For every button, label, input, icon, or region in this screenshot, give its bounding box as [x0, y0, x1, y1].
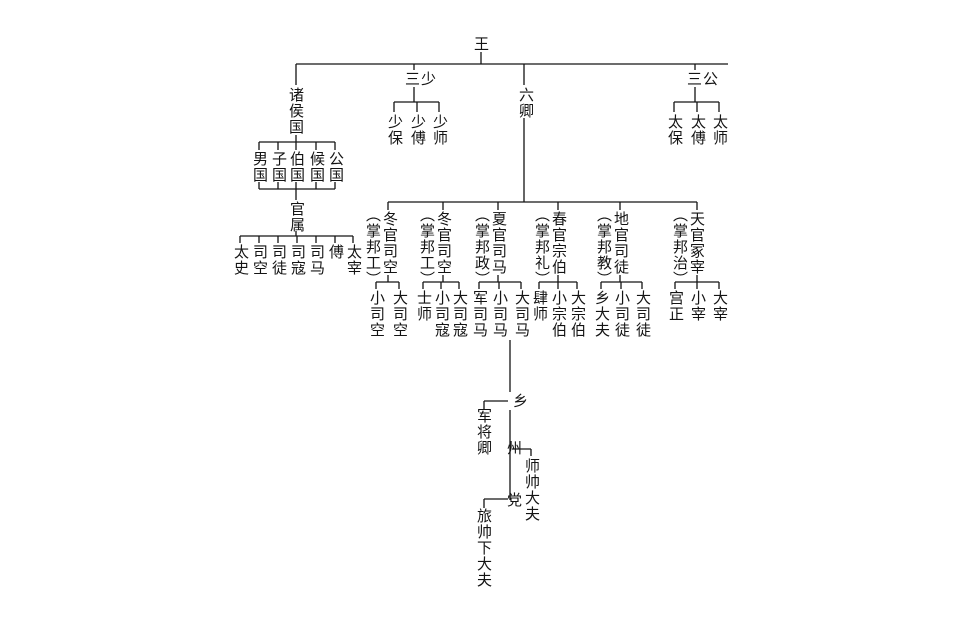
node-shishuaidafu: 师帅大夫 [523, 458, 541, 522]
node-minister-4-duty: （掌邦礼） [533, 207, 551, 287]
node-junjiangqing: 军将卿 [475, 408, 493, 456]
node-gong-state: 公国 [327, 151, 345, 183]
node-xiang: 乡 [511, 393, 529, 409]
node-xiaosima: 小司马 [491, 290, 509, 338]
node-minister-3-duty: （掌邦政） [473, 207, 491, 287]
node-officials: 官属 [288, 201, 306, 233]
node-minister-1-duty: （掌邦工） [364, 207, 382, 287]
node-sikong: 司空 [251, 244, 269, 276]
node-zi-state: 子国 [270, 151, 288, 183]
node-xiaozongbo: 小宗伯 [550, 290, 568, 338]
node-dasima: 大司马 [513, 290, 531, 338]
node-feudal-states: 诸侯国 [287, 87, 305, 135]
node-xiaositu: 小司徒 [613, 290, 631, 338]
node-taizai: 太宰 [345, 244, 363, 276]
node-bo-state: 伯国 [288, 151, 306, 183]
node-dazongbo: 大宗伯 [569, 290, 587, 338]
node-dasitu: 大司徒 [634, 290, 652, 338]
node-gongzheng: 宫正 [667, 290, 685, 322]
node-taifu: 太傅 [689, 114, 707, 146]
node-minister-4-office: 春官宗伯 [550, 211, 568, 275]
node-minister-6-office: 天官冢宰 [688, 211, 706, 275]
node-xiaosikong: 小司空 [368, 290, 386, 338]
node-xiaosikou: 小司寇 [433, 290, 451, 338]
node-minister-2-duty: （掌邦工） [418, 207, 436, 287]
node-three-junior-dukes: 三少 [405, 70, 438, 88]
node-dang: 党 [505, 492, 523, 508]
node-sima: 司马 [308, 244, 326, 276]
node-minister-5-office: 地官司徒 [612, 211, 630, 275]
node-situ: 司徒 [270, 244, 288, 276]
node-shaobao: 少保 [386, 114, 404, 146]
node-king: 王 [474, 35, 491, 53]
node-taibao: 太保 [666, 114, 684, 146]
node-taishi: 太师 [711, 114, 729, 146]
node-dazai: 大宰 [711, 290, 729, 322]
node-hou-state: 候国 [308, 151, 326, 183]
node-shaofu: 少傅 [409, 114, 427, 146]
node-minister-6-duty: （掌邦治） [671, 207, 689, 287]
node-zhou: 州 [505, 440, 523, 456]
node-shishi: 士师 [415, 290, 433, 322]
node-three-dukes: 三公 [687, 70, 720, 88]
node-minister-2-office: 冬官司空 [435, 211, 453, 275]
node-minister-1-office: 冬官司空 [381, 211, 399, 275]
node-sishi: 肆师 [531, 290, 549, 322]
node-xiaozai: 小宰 [689, 290, 707, 322]
node-lvshuaixiadafu: 旅帅下大夫 [475, 508, 493, 588]
node-shaoshi: 少师 [431, 114, 449, 146]
node-minister-3-office: 夏官司马 [490, 211, 508, 275]
node-xiangdafu: 乡大夫 [593, 290, 611, 338]
node-six-ministers: 六卿 [517, 87, 535, 119]
node-taishi-historian: 太史 [232, 244, 250, 276]
node-fu: 傅 [327, 244, 345, 260]
node-dasikou: 大司寇 [451, 290, 469, 338]
node-junsima: 军司马 [471, 290, 489, 338]
node-minister-5-duty: （掌邦教） [595, 207, 613, 287]
node-sikou: 司寇 [289, 244, 307, 276]
node-nan-state: 男国 [251, 151, 269, 183]
node-dasikong: 大司空 [391, 290, 409, 338]
